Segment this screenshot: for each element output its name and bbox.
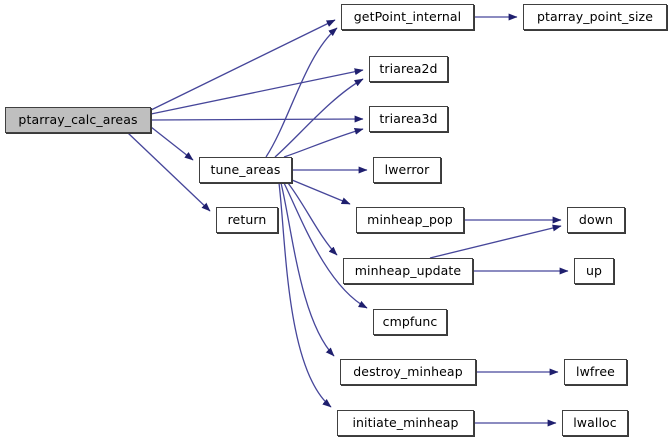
edges-group	[127, 13, 569, 427]
node-initiate_minheap[interactable]: initiate_minheap	[337, 410, 474, 436]
node-down[interactable]: down	[567, 207, 625, 233]
node-label-getPoint_internal: getPoint_internal	[353, 8, 462, 24]
edge-tune_areas-to-getPoint_internal	[265, 27, 338, 158]
node-label-return: return	[227, 211, 267, 227]
node-tune_areas[interactable]: tune_areas	[199, 157, 292, 183]
edge-minheap_update-to-down	[429, 224, 562, 259]
edge-tune_areas-to-triarea2d	[274, 78, 364, 158]
node-label-triarea2d: triarea2d	[379, 60, 438, 76]
edge-ptarray_calc_areas-to-triarea3d	[150, 115, 364, 123]
node-label-ptarray_point_size: ptarray_point_size	[536, 8, 654, 24]
node-label-ptarray_calc_areas: ptarray_calc_areas	[18, 111, 138, 127]
node-triarea3d[interactable]: triarea3d	[369, 106, 448, 132]
node-label-lwerror: lwerror	[384, 161, 430, 177]
node-label-lwalloc: lwalloc	[573, 414, 617, 430]
node-getPoint_internal[interactable]: getPoint_internal	[341, 4, 474, 30]
node-label-initiate_minheap: initiate_minheap	[352, 414, 459, 430]
node-lwalloc[interactable]: lwalloc	[562, 410, 628, 436]
node-lwerror[interactable]: lwerror	[373, 157, 441, 183]
node-label-minheap_pop: minheap_pop	[367, 211, 453, 227]
node-label-tune_areas: tune_areas	[210, 161, 281, 177]
edge-ptarray_calc_areas-to-return	[127, 132, 211, 212]
node-label-minheap_update: minheap_update	[354, 262, 462, 278]
node-label-destroy_minheap: destroy_minheap	[353, 363, 463, 379]
node-minheap_update[interactable]: minheap_update	[343, 258, 473, 284]
edge-tune_areas-to-initiate_minheap	[278, 182, 332, 408]
edge-tune_areas-to-cmpfunc	[283, 182, 368, 309]
edge-tune_areas-to-destroy_minheap	[280, 182, 335, 357]
edge-tune_areas-to-triarea3d	[283, 127, 364, 158]
node-lwfree[interactable]: lwfree	[564, 359, 627, 385]
node-return[interactable]: return	[216, 207, 278, 233]
node-up[interactable]: up	[574, 258, 614, 284]
node-label-triarea3d: triarea3d	[379, 110, 438, 126]
node-label-cmpfunc: cmpfunc	[382, 313, 438, 329]
node-ptarray_calc_areas[interactable]: ptarray_calc_areas	[5, 107, 151, 133]
node-label-down: down	[578, 211, 614, 227]
node-label-up: up	[585, 262, 603, 278]
node-label-lwfree: lwfree	[576, 363, 615, 379]
edge-tune_areas-to-minheap_pop	[291, 179, 351, 205]
node-cmpfunc[interactable]: cmpfunc	[373, 309, 447, 335]
edge-tune_areas-to-minheap_update	[287, 182, 338, 256]
edge-ptarray_calc_areas-to-getPoint_internal	[150, 19, 336, 111]
node-minheap_pop[interactable]: minheap_pop	[356, 207, 464, 233]
node-ptarray_point_size[interactable]: ptarray_point_size	[523, 4, 667, 30]
edge-ptarray_calc_areas-to-triarea2d	[150, 68, 364, 115]
edge-ptarray_calc_areas-to-tune_areas	[150, 126, 194, 161]
node-triarea2d[interactable]: triarea2d	[369, 56, 448, 82]
node-destroy_minheap[interactable]: destroy_minheap	[340, 359, 476, 385]
